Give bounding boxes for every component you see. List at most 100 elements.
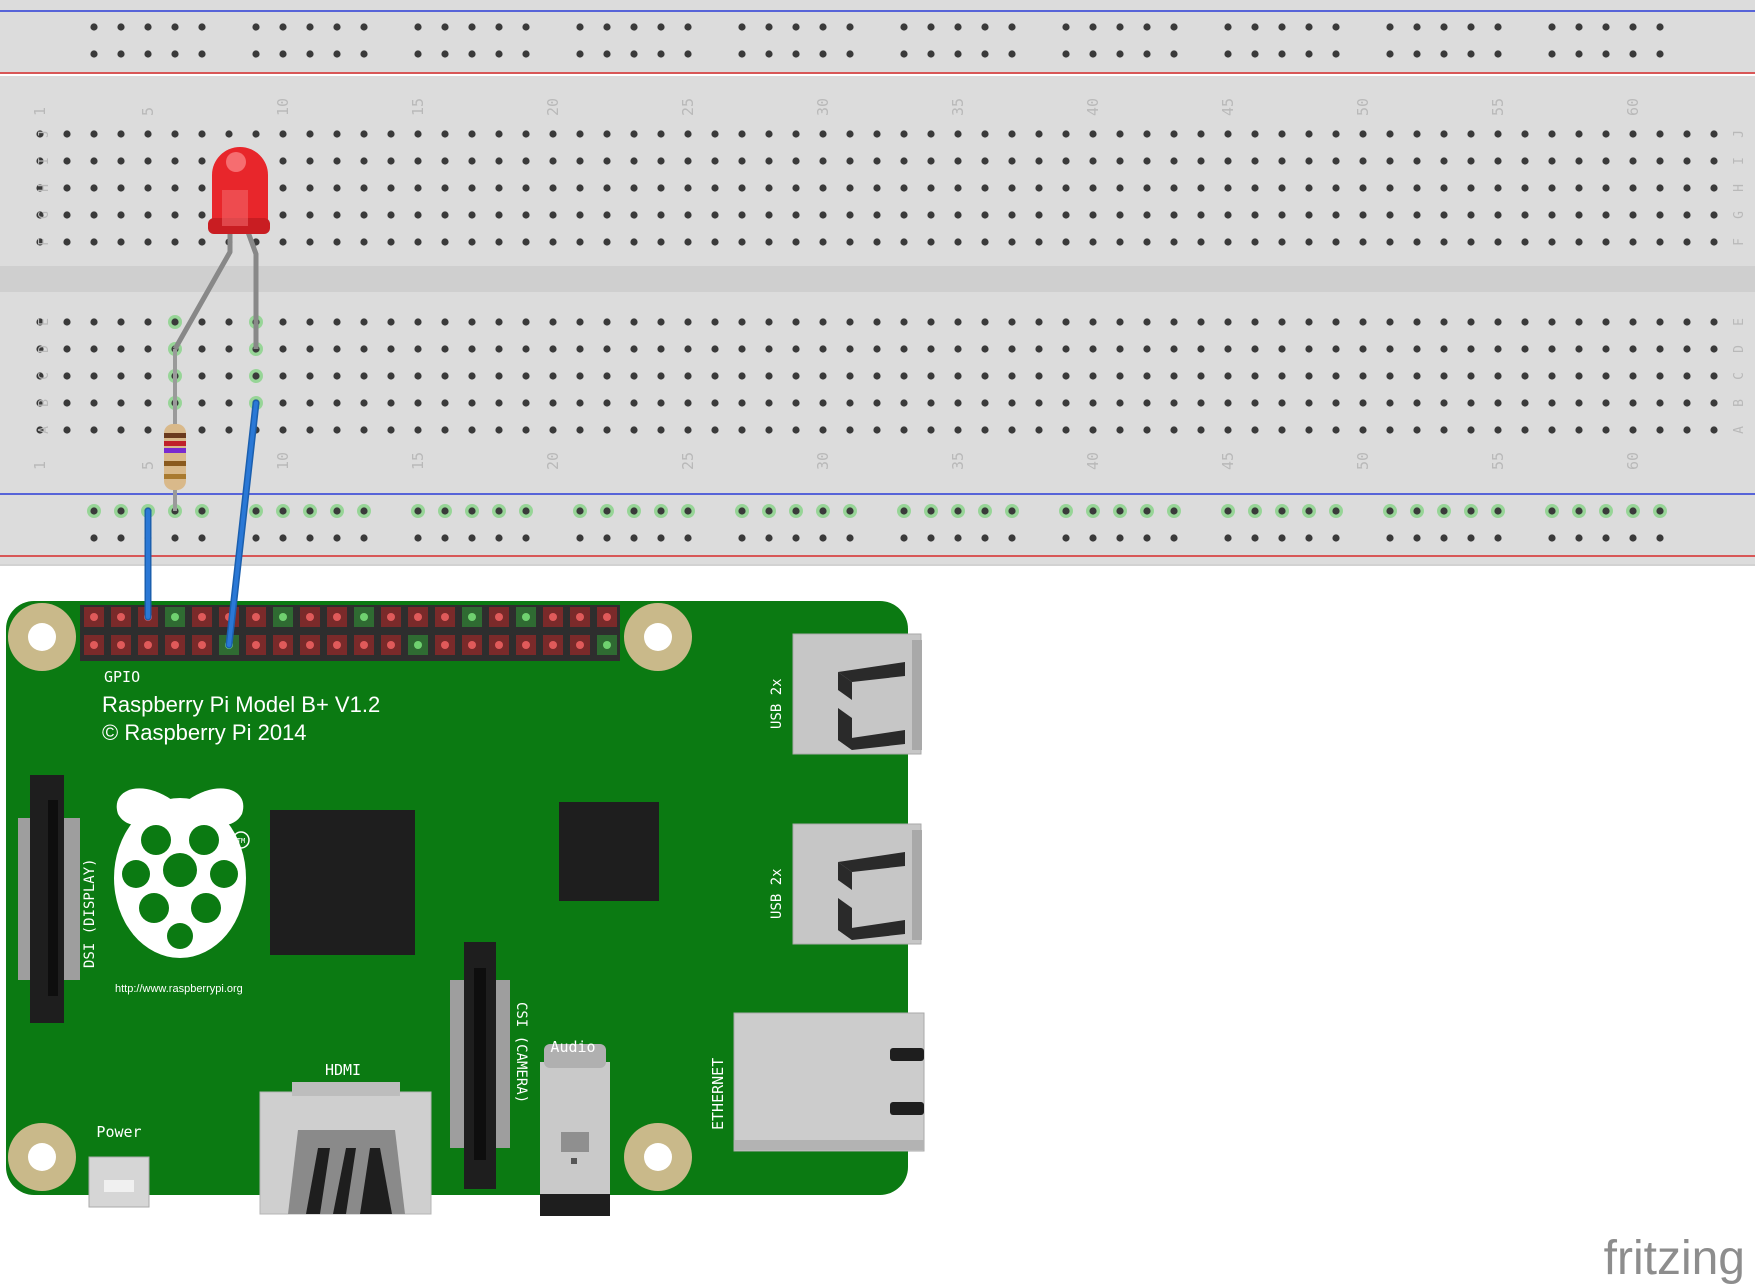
breadboard-hole [306,23,314,31]
breadboard-hole [1062,50,1070,58]
breadboard-hole [1413,372,1421,380]
led-red[interactable] [172,147,270,351]
breadboard-hole [1143,238,1151,246]
breadboard-hole [1683,372,1691,380]
breadboard-hole [1143,399,1151,407]
breadboard-hole [1251,157,1259,165]
breadboard-hole [387,372,395,380]
mounting-hole [8,603,76,671]
gpio-pin [246,607,266,627]
website-url: http://www.raspberrypi.org [115,983,243,995]
breadboard-hole [414,426,422,434]
breadboard-hole [819,345,827,353]
breadboard-hole [627,504,641,518]
breadboard-hole [360,372,368,380]
breadboard-hole [819,318,827,326]
breadboard-hole [249,369,263,383]
breadboard-hole [1656,23,1664,31]
row-letter-label: F [37,238,52,246]
breadboard-hole [603,399,611,407]
breadboard-hole [1548,534,1556,542]
bottom-power-rail [0,488,1755,566]
breadboard-hole [117,426,125,434]
breadboard-hole [684,318,692,326]
breadboard-hole [657,157,665,165]
gpio-pin [489,635,509,655]
breadboard-hole [738,23,746,31]
breadboard-hole [1197,157,1205,165]
breadboard-hole [1656,318,1664,326]
breadboard-hole [360,534,368,542]
breadboard-hole [90,318,98,326]
breadboard-hole [1440,238,1448,246]
breadboard-hole [873,211,881,219]
breadboard-hole [1413,318,1421,326]
breadboard-hole [306,372,314,380]
center-channel [0,266,1755,292]
breadboard-hole [1359,372,1367,380]
breadboard-hole [900,184,908,192]
breadboard-hole [1062,399,1070,407]
breadboard-hole [1683,184,1691,192]
breadboard-hole [1170,184,1178,192]
breadboard-hole [846,211,854,219]
breadboard-hole [789,504,803,518]
breadboard-hole [1440,211,1448,219]
breadboard-hole [1302,504,1316,518]
breadboard-hole [114,504,128,518]
breadboard-hole [1035,238,1043,246]
breadboard-hole [765,399,773,407]
breadboard-hole [1491,504,1505,518]
breadboard-hole [1170,372,1178,380]
breadboard-hole [1059,504,1073,518]
breadboard-hole [1602,399,1610,407]
breadboard-hole [1656,50,1664,58]
breadboard-hole [279,318,287,326]
breadboard-hole [1278,238,1286,246]
breadboard-hole [1197,238,1205,246]
breadboard-hole [1494,318,1502,326]
gpio-pin [570,635,590,655]
column-number-label: 35 [949,98,967,116]
breadboard-hole [495,157,503,165]
breadboard-hole [1683,318,1691,326]
breadboard-hole [1035,426,1043,434]
breadboard-hole [306,345,314,353]
breadboard-hole [1413,157,1421,165]
breadboard-hole [1278,399,1286,407]
breadboard-hole [900,534,908,542]
breadboard-hole [1224,157,1232,165]
breadboard-hole [981,426,989,434]
breadboard-hole [90,372,98,380]
breadboard-hole [279,157,287,165]
breadboard-hole [765,318,773,326]
breadboard-hole [1494,211,1502,219]
breadboard-hole [1359,238,1367,246]
breadboard-hole [1710,345,1718,353]
breadboard-hole [1305,372,1313,380]
breadboard-hole [468,372,476,380]
breadboard-hole [225,345,233,353]
raspberry-logo-icon [114,788,246,958]
breadboard-hole [1332,211,1340,219]
breadboard-hole [333,184,341,192]
breadboard-hole [549,184,557,192]
breadboard-hole [387,157,395,165]
breadboard-hole [711,211,719,219]
breadboard-hole [819,372,827,380]
breadboard-hole [927,426,935,434]
breadboard-hole [630,318,638,326]
breadboard-hole [1494,50,1502,58]
breadboard-hole [414,157,422,165]
breadboard-hole [441,130,449,138]
resistor[interactable] [164,349,186,511]
breadboard-hole [1413,50,1421,58]
breadboard-hole [144,399,152,407]
breadboard-hole [1575,534,1583,542]
gpio-pin [111,635,131,655]
breadboard-hole [630,426,638,434]
wire-gpio[interactable] [225,399,260,649]
breadboard-hole [630,238,638,246]
breadboard-hole [549,318,557,326]
breadboard-hole [1305,345,1313,353]
